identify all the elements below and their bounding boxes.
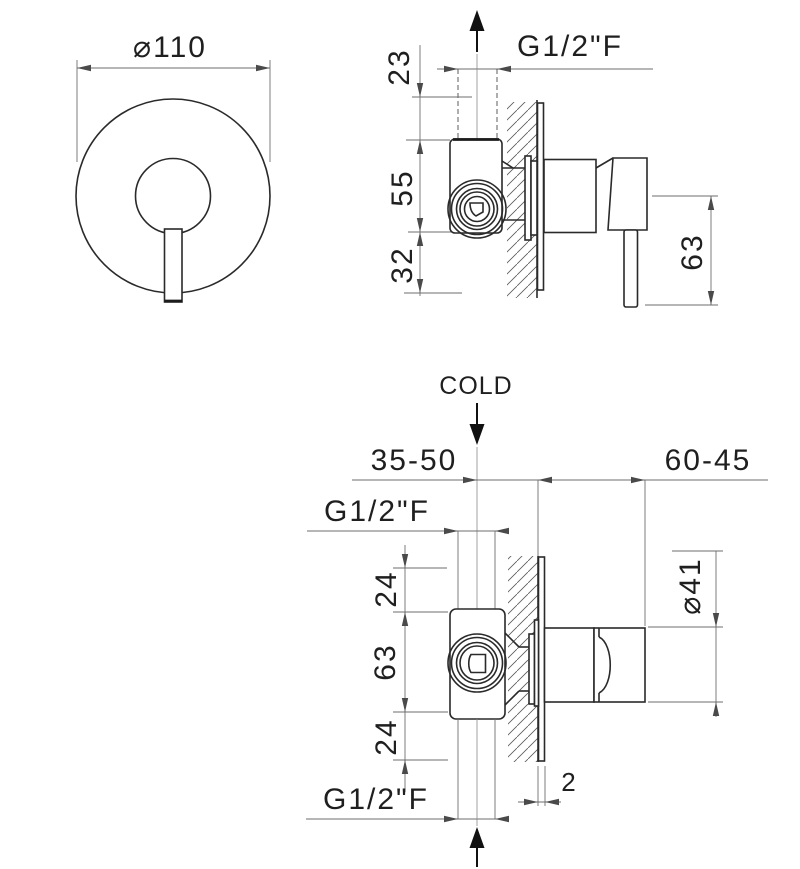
- projection-range-label: 60-45: [665, 444, 752, 477]
- wall-plate-side: [536, 102, 545, 291]
- top-port-arrow-right: [495, 527, 509, 535]
- arrow-plate-right: [545, 798, 559, 806]
- top-dim-63: 63: [369, 643, 402, 680]
- arrow-6045-left: [538, 476, 552, 484]
- outlet-up-arrow-icon: [469, 10, 485, 52]
- cold-down-arrow-icon: [469, 403, 485, 445]
- lever-front: [163, 228, 183, 303]
- side-arrow-32-bottom: [416, 279, 424, 293]
- arrow-24t-top: [401, 554, 409, 568]
- arrow-63-bottom: [401, 698, 409, 712]
- arrow-6045-right: [631, 476, 645, 484]
- top-dim-24-upper: 24: [370, 570, 403, 607]
- bottom-connection-label: G1/2"F: [323, 783, 429, 816]
- dim-handle-diameter: ⌀41: [674, 557, 707, 614]
- cold-label: COLD: [439, 372, 512, 400]
- side-connection-label: G1/2"F: [517, 30, 623, 63]
- recess-range-label: 35-50: [371, 444, 458, 477]
- side-arrow-23-top: [416, 83, 424, 97]
- wall-plate-top: [537, 556, 546, 762]
- front-diameter-label: ⌀110: [133, 31, 207, 64]
- front-view: ⌀110: [75, 31, 271, 303]
- body-collar-side: [530, 160, 538, 236]
- body-neck-chamfer: [501, 160, 514, 169]
- body-taper-lower: [504, 690, 520, 706]
- body-flange-side: [524, 155, 532, 241]
- escutcheon-side: [543, 158, 597, 234]
- side-dim-55: 55: [386, 169, 419, 206]
- top-port-arrow-left: [444, 527, 458, 535]
- handle-hub-circle: [134, 157, 212, 235]
- top-connection-label: G1/2"F: [324, 495, 430, 528]
- arrow-24b-bottom: [401, 760, 409, 774]
- handle-cap-side: [607, 157, 648, 231]
- side-view: G1/2"F 23 55 32: [383, 10, 718, 308]
- cartridge-port-top: [447, 633, 507, 693]
- side-arrow-63-bottom: [707, 291, 715, 305]
- front-dim-arrow-right: [256, 64, 270, 72]
- escutcheon-top: [543, 627, 595, 703]
- front-dim-arrow-left: [77, 64, 91, 72]
- top-dim-24-lower: 24: [370, 718, 403, 755]
- dim-plate-thickness: 2: [561, 767, 576, 797]
- arrow-63-top: [401, 612, 409, 626]
- side-dim-63: 63: [676, 233, 709, 270]
- arrow-plate-left: [524, 798, 538, 806]
- arrow-41-bottom: [712, 702, 720, 716]
- side-arrow-55-bottom: [416, 218, 424, 232]
- side-port-arrow-left: [444, 65, 458, 73]
- side-arrow-63-top: [707, 196, 715, 210]
- body-flange-top: [528, 633, 536, 705]
- body-collar-top: [533, 619, 540, 707]
- side-arrow-55-top: [416, 140, 424, 154]
- cartridge-port-side: [447, 179, 507, 239]
- hot-up-arrow-icon: [469, 827, 485, 867]
- handle-arm-line: [595, 157, 614, 169]
- lever-side: [623, 229, 639, 308]
- top-view: COLD 35-50 60-45 G1/2"F 24 63: [306, 372, 768, 867]
- handle-dome-arc: [598, 636, 611, 694]
- arrow-3550-right: [463, 476, 477, 484]
- bottom-port-arrow-left: [444, 815, 458, 823]
- side-port-arrow-right: [497, 65, 511, 73]
- side-dim-23: 23: [383, 48, 416, 85]
- side-arrow-32-top: [416, 232, 424, 246]
- side-dim-32: 32: [386, 246, 419, 283]
- arrow-41-top: [712, 613, 720, 627]
- bottom-port-arrow-right: [495, 815, 509, 823]
- body-taper-upper: [504, 632, 520, 648]
